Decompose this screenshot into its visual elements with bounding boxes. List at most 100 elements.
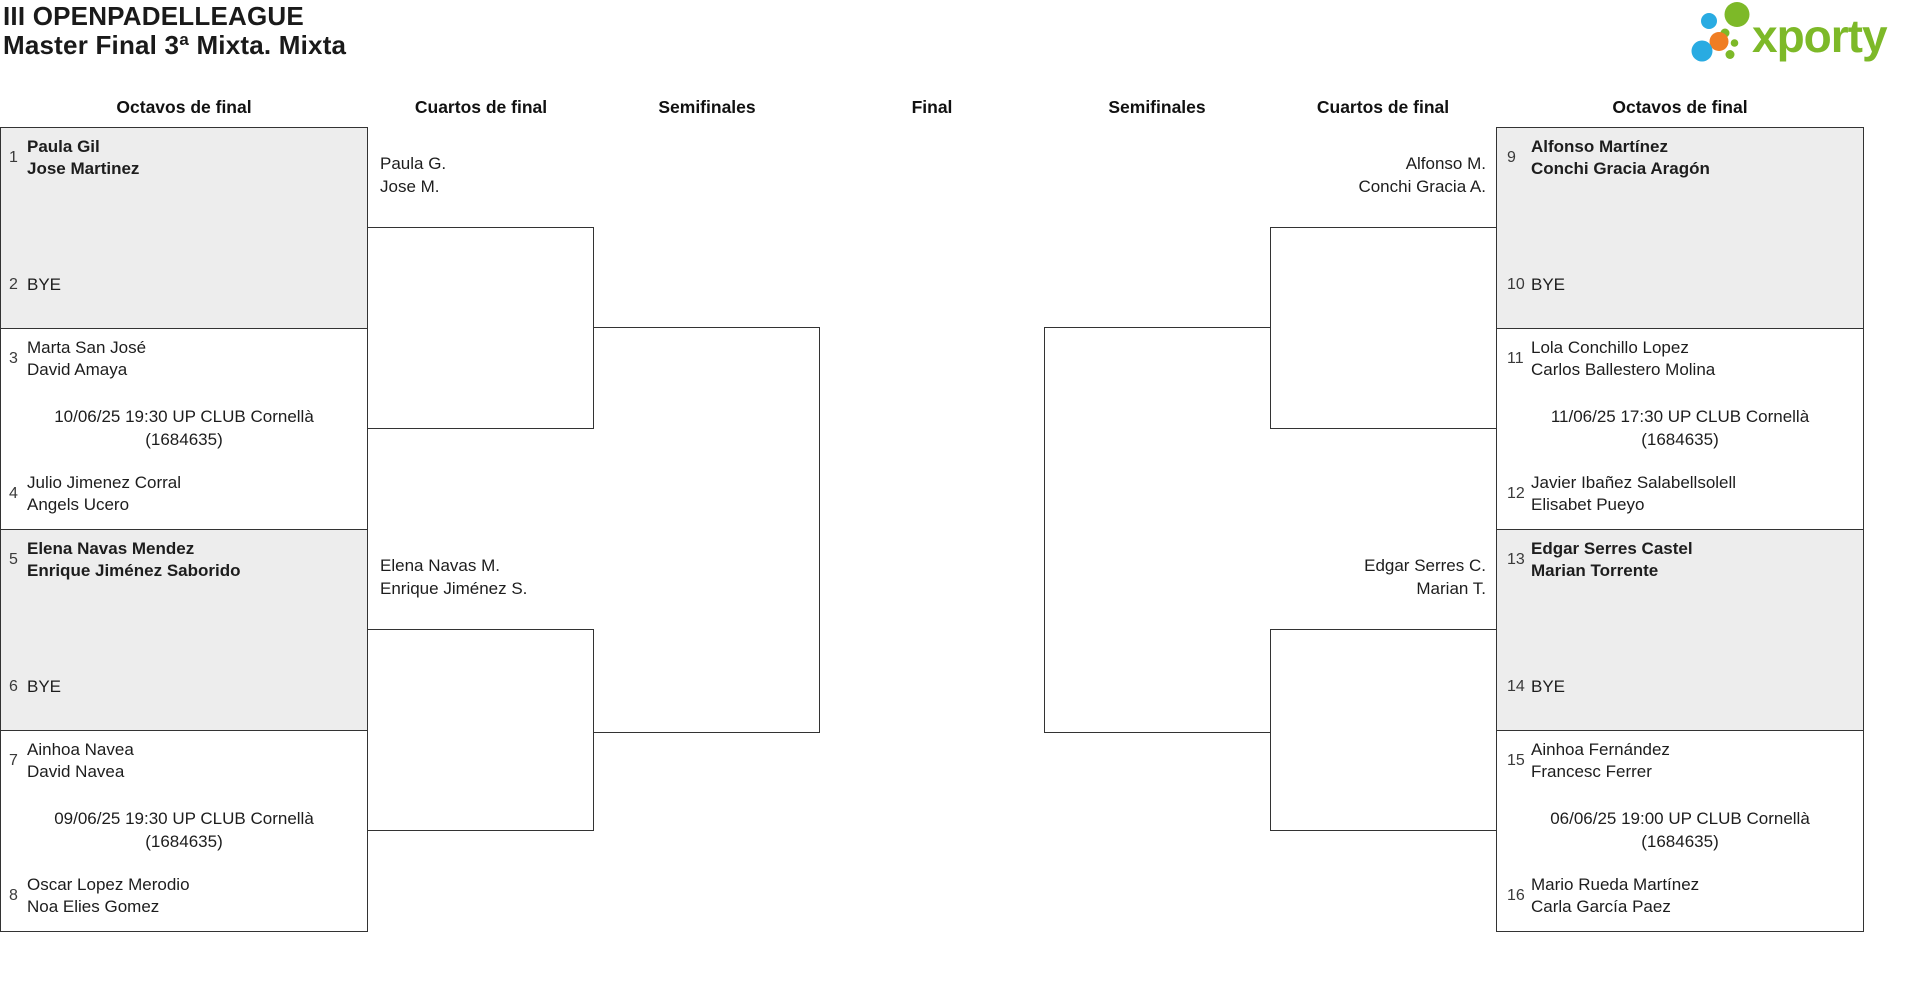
match-box-2[interactable]: 3 Marta San José David Amaya 10/06/25 19… <box>1 329 367 530</box>
round-header-semis-right: Semifinales <box>1108 97 1206 117</box>
player-name: Mario Rueda Martínez <box>1531 875 1700 894</box>
team-entry: 5 Elena Navas Mendez Enrique Jiménez Sab… <box>1 536 363 584</box>
xporty-logo[interactable]: xporty <box>1686 1 1920 69</box>
match-datetime-venue: 10/06/25 19:30 UP CLUB Cornellà <box>54 407 314 426</box>
player-name: Oscar Lopez Merodio <box>27 875 190 894</box>
player-name: Ainhoa Fernández <box>1531 740 1670 759</box>
match-id: (1684635) <box>1641 832 1719 851</box>
player-name: Enrique Jiménez S. <box>380 579 528 598</box>
seed-number: 16 <box>1507 887 1525 904</box>
player-name: Marian Torrente <box>1531 561 1659 580</box>
round-header-octavos-right: Octavos de final <box>1612 97 1748 117</box>
team-entry: 10 BYE <box>1497 272 1859 298</box>
seed-number: 11 <box>1507 350 1524 367</box>
match-id: (1684635) <box>145 430 223 449</box>
team-entry: 2 BYE <box>1 272 363 298</box>
match-box-6[interactable]: 11 Lola Conchillo Lopez Carlos Ballester… <box>1497 329 1863 530</box>
team-entry: 15 Ainhoa Fernández Francesc Ferrer <box>1497 737 1859 785</box>
team-entry: 13 Edgar Serres Castel Marian Torrente <box>1497 536 1859 584</box>
connector-quarterfinal-left-top <box>368 227 594 429</box>
round-header-cuartos-left: Cuartos de final <box>414 97 548 117</box>
seed-number: 4 <box>9 485 18 502</box>
bye-label: BYE <box>27 677 62 696</box>
player-name: Marta San José <box>27 338 147 357</box>
seed-number: 1 <box>9 149 18 166</box>
player-name: Lola Conchillo Lopez <box>1531 338 1689 357</box>
player-name: Jose M. <box>380 177 440 196</box>
seed-number: 8 <box>9 887 18 904</box>
player-name: Conchi Gracia Aragón <box>1531 159 1710 178</box>
team-entry: 3 Marta San José David Amaya <box>1 335 363 383</box>
team-entry: 9 Alfonso Martínez Conchi Gracia Aragón <box>1497 134 1859 182</box>
match-schedule: 11/06/25 17:30 UP CLUB Cornellà (1684635… <box>1497 405 1863 451</box>
advancer-left-top: Paula G. Jose M. <box>380 152 446 198</box>
player-name: Elena Navas Mendez <box>27 539 195 558</box>
match-box-7[interactable]: 13 Edgar Serres Castel Marian Torrente 1… <box>1497 530 1863 731</box>
seed-number: 10 <box>1507 276 1525 293</box>
octavos-column-left: 1 Paula Gil Jose Martinez 2 BYE 3 Marta … <box>0 127 368 932</box>
connector-quarterfinal-right-top <box>1270 227 1496 429</box>
team-entry: 12 Javier Ibañez Salabellsolell Elisabet… <box>1497 470 1859 518</box>
logo-dot <box>1709 32 1729 51</box>
team-entry: 1 Paula Gil Jose Martinez <box>1 134 363 182</box>
seed-number: 7 <box>9 752 18 769</box>
team-entry: 6 BYE <box>1 674 363 700</box>
player-name: David Navea <box>27 762 125 781</box>
match-box-4[interactable]: 7 Ainhoa Navea David Navea 09/06/25 19:3… <box>1 731 367 931</box>
bye-label: BYE <box>1531 677 1566 696</box>
player-name: Marian T. <box>1416 579 1486 598</box>
logo-dot <box>1725 50 1735 59</box>
seed-number: 3 <box>9 350 18 367</box>
seed-number: 14 <box>1507 678 1525 695</box>
octavos-column-right: 9 Alfonso Martínez Conchi Gracia Aragón … <box>1496 127 1864 932</box>
connector-semifinal-left <box>594 327 820 733</box>
player-name: Julio Jimenez Corral <box>27 473 181 492</box>
advancer-right-top: Alfonso M. Conchi Gracia A. <box>1358 152 1486 198</box>
match-datetime-venue: 11/06/25 17:30 UP CLUB Cornellà <box>1550 407 1810 426</box>
player-name: Carlos Ballestero Molina <box>1531 360 1716 379</box>
seed-number: 2 <box>9 276 18 293</box>
player-name: Noa Elies Gomez <box>27 897 160 916</box>
player-name: Javier Ibañez Salabellsolell <box>1531 473 1737 492</box>
player-name: Francesc Ferrer <box>1531 762 1652 781</box>
connector-quarterfinal-right-bottom <box>1270 629 1496 831</box>
player-name: Elena Navas M. <box>380 556 500 575</box>
logo-text: xporty <box>1752 10 1888 62</box>
player-name: Carla García Paez <box>1531 897 1671 916</box>
team-entry: 14 BYE <box>1497 674 1859 700</box>
match-box-8[interactable]: 15 Ainhoa Fernández Francesc Ferrer 06/0… <box>1497 731 1863 931</box>
advancer-right-bottom: Edgar Serres C. Marian T. <box>1364 554 1486 600</box>
player-name: Ainhoa Navea <box>27 740 134 759</box>
logo-dot <box>1701 13 1717 29</box>
match-datetime-venue: 09/06/25 19:30 UP CLUB Cornellà <box>54 809 314 828</box>
round-header-octavos-left: Octavos de final <box>116 97 252 117</box>
match-schedule: 10/06/25 19:30 UP CLUB Cornellà (1684635… <box>1 405 367 451</box>
player-name: Alfonso M. <box>1405 154 1486 173</box>
player-name: Angels Ucero <box>27 495 130 514</box>
match-id: (1684635) <box>145 832 223 851</box>
player-name: Conchi Gracia A. <box>1358 177 1486 196</box>
player-name: Paula G. <box>380 154 447 173</box>
seed-number: 5 <box>9 551 18 568</box>
seed-number: 12 <box>1507 485 1525 502</box>
player-name: Paula Gil <box>27 137 100 156</box>
seed-number: 13 <box>1507 551 1525 568</box>
page-title: III OPENPADELLEAGUE Master Final 3ª Mixt… <box>3 2 346 60</box>
team-entry: 8 Oscar Lopez Merodio Noa Elies Gomez <box>1 872 363 920</box>
tournament-name: III OPENPADELLEAGUE <box>3 1 304 31</box>
match-box-1[interactable]: 1 Paula Gil Jose Martinez 2 BYE <box>1 128 367 329</box>
match-schedule: 09/06/25 19:30 UP CLUB Cornellà (1684635… <box>1 807 367 853</box>
match-box-5[interactable]: 9 Alfonso Martínez Conchi Gracia Aragón … <box>1497 128 1863 329</box>
seed-number: 6 <box>9 678 18 695</box>
match-box-3[interactable]: 5 Elena Navas Mendez Enrique Jiménez Sab… <box>1 530 367 731</box>
logo-dot <box>1691 40 1713 62</box>
advancer-left-bottom: Elena Navas M. Enrique Jiménez S. <box>380 554 527 600</box>
match-id: (1684635) <box>1641 430 1719 449</box>
player-name: Elisabet Pueyo <box>1531 495 1645 514</box>
seed-number: 15 <box>1507 752 1525 769</box>
player-name: Edgar Serres C. <box>1364 556 1486 575</box>
round-header-final: Final <box>911 97 953 117</box>
team-entry: 11 Lola Conchillo Lopez Carlos Ballester… <box>1497 335 1859 383</box>
category-name: Master Final 3ª Mixta. Mixta <box>3 30 347 60</box>
